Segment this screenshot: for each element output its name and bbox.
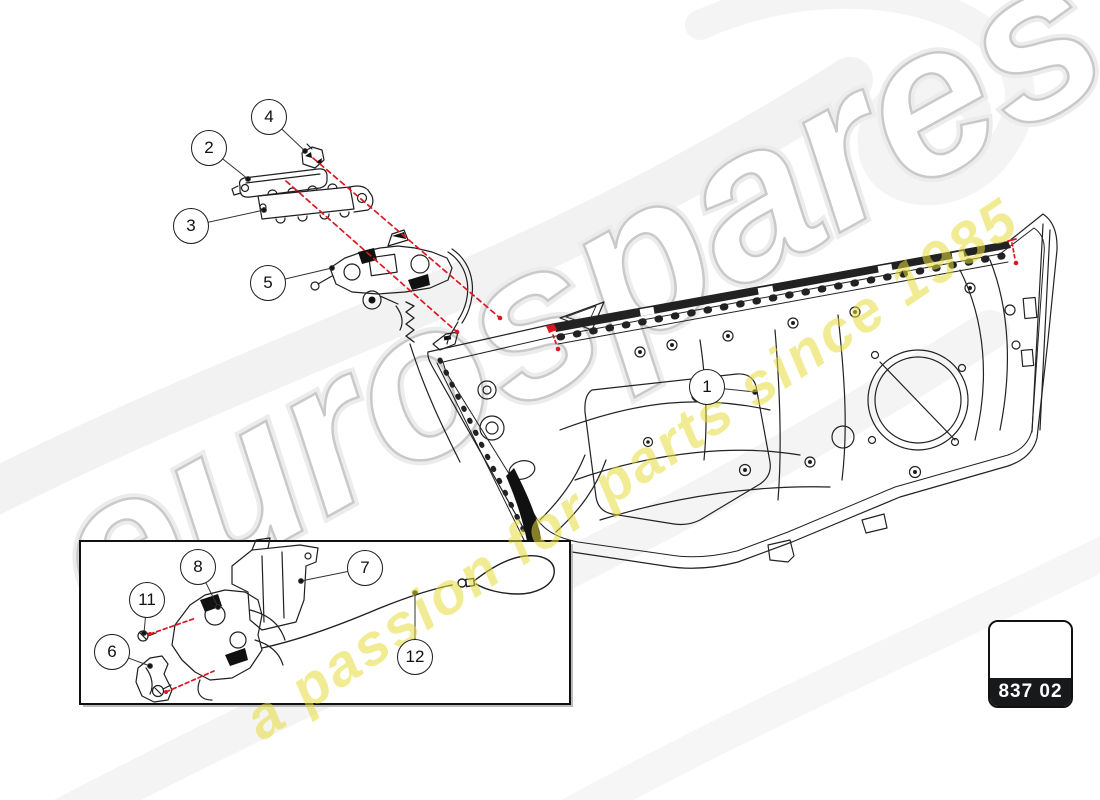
- callout-4-label: 4: [264, 107, 274, 126]
- door-drawing: [427, 213, 1058, 569]
- part-2-strip: [231, 168, 328, 198]
- callout-5[interactable]: 5: [250, 265, 286, 301]
- callout-3[interactable]: 3: [173, 208, 209, 244]
- part-code-label: 837 02: [990, 678, 1071, 706]
- detail-box: [79, 540, 573, 707]
- red-highlight-lines: [148, 157, 1019, 694]
- part-code-box-blank: [990, 622, 1071, 678]
- part-6-bracket: [135, 655, 173, 703]
- callout-11-label: 11: [138, 590, 156, 609]
- part-8-latch: [171, 589, 286, 701]
- callout-6[interactable]: 6: [94, 634, 130, 670]
- callout-8-label: 8: [193, 557, 203, 576]
- part-code-box: 837 02: [988, 620, 1073, 708]
- part-5-latch-assembly: [310, 229, 474, 463]
- detail-box-drawing: [135, 537, 555, 703]
- callout-6-label: 6: [107, 642, 117, 661]
- callout-3-label: 3: [186, 216, 196, 235]
- part-12-cable: [261, 555, 555, 649]
- callout-12-label: 12: [405, 647, 425, 666]
- exploded-parts: [231, 143, 474, 463]
- callout-1[interactable]: 1: [689, 369, 725, 405]
- part-7-bracket: [231, 537, 319, 631]
- callout-7[interactable]: 7: [347, 550, 383, 586]
- callout-5-label: 5: [263, 273, 273, 292]
- part-3-rail: [257, 183, 374, 224]
- callout-8[interactable]: 8: [180, 549, 216, 585]
- callout-11[interactable]: 11: [129, 582, 165, 618]
- callout-12[interactable]: 12: [397, 639, 433, 675]
- callout-2-label: 2: [204, 138, 214, 157]
- callout-7-label: 7: [360, 558, 370, 577]
- part-4-clip: [301, 143, 325, 169]
- callout-4[interactable]: 4: [251, 99, 287, 135]
- callout-1-label: 1: [702, 377, 712, 396]
- callout-2[interactable]: 2: [191, 130, 227, 166]
